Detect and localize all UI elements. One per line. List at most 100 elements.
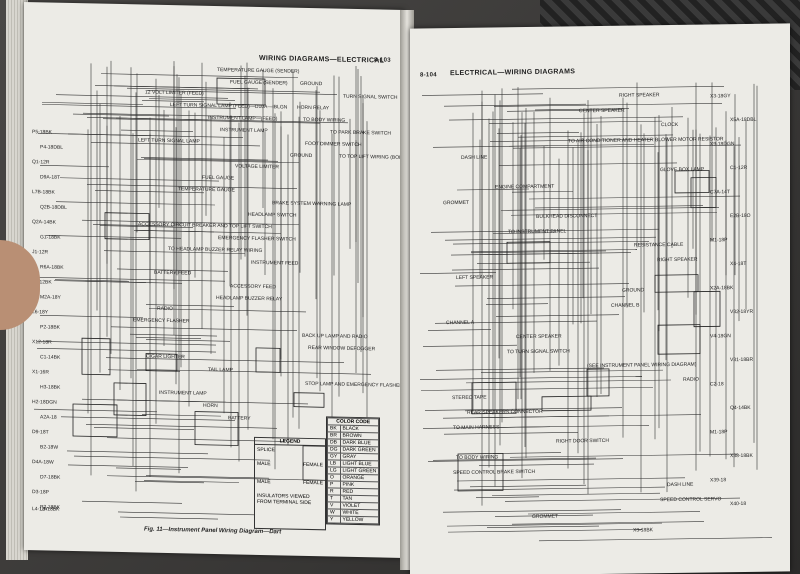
wire-horizontal (448, 529, 642, 533)
right-diagram-label: M1-18P (710, 429, 728, 436)
wire-horizontal (492, 492, 660, 496)
right-diagram-label: V31-18BR (730, 356, 754, 364)
left-page-number: 8-103 (374, 57, 391, 64)
right-diagram-label: GROMMET (532, 513, 559, 520)
right-diagram-label: GLOVE BOX LAMP (660, 166, 705, 174)
wire-horizontal (104, 250, 245, 254)
wire-horizontal (55, 279, 129, 282)
right-diagram-label: V4-18GN (710, 333, 731, 340)
left-diagram-label: P5-18BK (32, 129, 53, 136)
wire-horizontal (146, 339, 230, 342)
wire-horizontal (497, 131, 579, 134)
wire-horizontal (117, 399, 308, 405)
component-box (293, 392, 325, 408)
wire-horizontal (512, 521, 704, 525)
wire-horizontal (452, 267, 599, 271)
wire-horizontal (529, 195, 740, 200)
right-diagram-label: BULKHEAD DISCONNECT (536, 213, 598, 220)
legend-male-2: MALE (257, 478, 271, 486)
right-diagram-label: CHANNEL B (611, 302, 640, 309)
wire-horizontal (111, 326, 297, 332)
left-diagram-label: D9A-18T (40, 174, 61, 181)
wire-horizontal (457, 188, 529, 191)
wire-horizontal (144, 480, 239, 483)
component-box (104, 212, 150, 241)
wire-horizontal (428, 458, 623, 462)
left-diagram-label: BATTERY (228, 415, 251, 422)
wire-horizontal (423, 344, 517, 347)
right-diagram-label: M1-18P (710, 237, 728, 244)
wire-horizontal (465, 409, 538, 412)
wire-horizontal (121, 129, 193, 132)
wire-horizontal (499, 162, 677, 166)
right-diagram-label: X39-18 (710, 477, 727, 484)
wire-horizontal (137, 159, 299, 164)
wire-horizontal (68, 464, 188, 468)
legend-male-1: MALE (257, 460, 271, 468)
wire-horizontal (494, 102, 722, 107)
right-diagram-label: X3-18GY (710, 93, 731, 100)
wire-horizontal (67, 450, 208, 455)
right-diagram-label: RIGHT SPEAKER (619, 92, 660, 99)
wire-horizontal (130, 333, 217, 337)
wire-horizontal (106, 357, 344, 364)
left-diagram-label: TAIL LAMP (208, 366, 234, 374)
left-diagram-label: J1-12R (32, 249, 49, 256)
left-diagram-label: H2-18DGN (32, 399, 57, 406)
wire-horizontal (146, 304, 234, 307)
right-diagram-label: X9-18DGN (710, 141, 735, 148)
wire-horizontal (443, 509, 621, 513)
right-diagram-label: LEFT SPEAKER (456, 274, 494, 282)
wire-horizontal (101, 73, 298, 79)
legend-note: INSULATORS VIEWED FROM TERMINAL SIDE (257, 492, 312, 507)
wire-horizontal (455, 283, 629, 287)
wire-horizontal (444, 432, 578, 435)
right-diagram-label: C1-12R (730, 164, 748, 172)
right-diagram-label: SPEED CONTROL SERVO (660, 496, 722, 504)
legend-row-1: MALE FEMALE (255, 455, 325, 474)
component-box (216, 77, 266, 106)
left-diagram-label: R6A-18BK (40, 264, 64, 271)
wire-horizontal (56, 201, 215, 206)
wire-horizontal (137, 369, 371, 375)
wire-horizontal (61, 416, 235, 421)
wire-horizontal (117, 268, 228, 272)
left-diagram-label: FUEL GAUGE (202, 174, 235, 182)
wire-horizontal (518, 134, 673, 138)
left-diagram-label: D7-18BK (40, 474, 61, 481)
right-diagram-label: X5A-18DBL (730, 116, 757, 124)
right-diagram-label: STEREO TAPE (452, 394, 487, 402)
wire-horizontal (535, 205, 703, 209)
right-diagram-label: X3-18BK (633, 527, 654, 534)
wire-horizontal (425, 407, 622, 411)
wire-horizontal (451, 252, 599, 256)
color-abbrev: DB (327, 438, 340, 447)
wire-horizontal (513, 144, 741, 149)
wire-horizontal (82, 500, 182, 504)
wire-horizontal (528, 511, 700, 515)
right-diagram-label: RIGHT DOOR SWITCH (556, 437, 609, 445)
component-box (81, 337, 111, 376)
wire-horizontal (445, 236, 656, 241)
wire-horizontal (56, 94, 228, 99)
wire-horizontal (136, 337, 201, 340)
wire-horizontal (107, 475, 322, 481)
left-diagram-label: INSTRUMENT LAMP (159, 389, 207, 397)
wire-horizontal (60, 177, 219, 182)
right-diagram-label: C2-18 (710, 381, 724, 388)
wire-horizontal (479, 463, 594, 466)
color-abbrev: DG (327, 445, 340, 454)
color-abbrev: O (327, 473, 340, 482)
color-abbrev: GY (327, 452, 340, 461)
wire-horizontal (476, 496, 539, 499)
color-abbrev: W (327, 508, 340, 517)
right-diagram-label: ENGINE COMPARTMENT (495, 183, 555, 191)
left-diagram-label: L7B-18BK (32, 189, 55, 196)
wire-horizontal (149, 98, 235, 101)
color-abbrev: Y (327, 515, 340, 524)
component-box (471, 381, 517, 415)
wire-horizontal (535, 108, 629, 111)
